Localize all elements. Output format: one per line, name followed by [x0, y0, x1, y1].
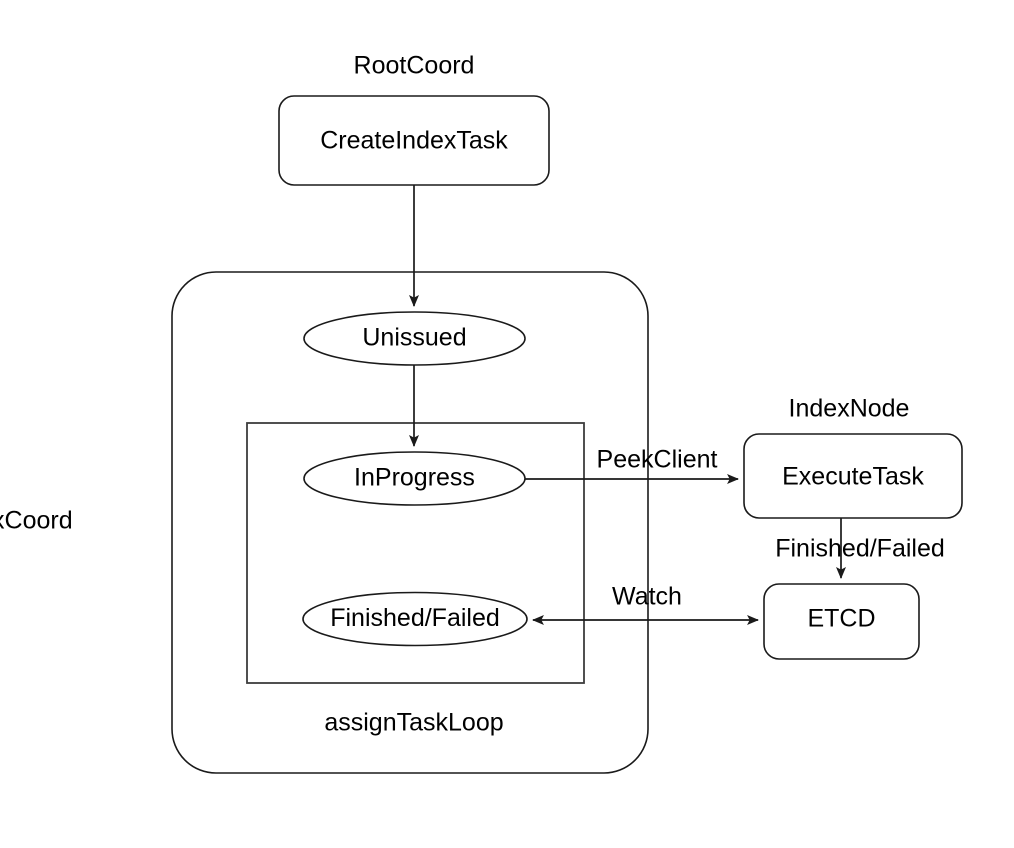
create-index-task-label: CreateIndexTask	[320, 127, 508, 155]
create-index-task-box[interactable]	[278, 95, 550, 186]
node-etcd[interactable]: ETCD	[763, 583, 920, 660]
finished-failed-label: Finished/Failed	[330, 604, 500, 632]
in-progress-label: InProgress	[354, 464, 475, 492]
unissued-label: Unissued	[362, 324, 466, 352]
node-unissued[interactable]: Unissued	[303, 311, 526, 366]
etcd-box[interactable]	[763, 583, 920, 660]
node-in-progress[interactable]: InProgress	[303, 451, 526, 506]
execute-task-box[interactable]	[743, 433, 963, 519]
node-finished-failed[interactable]: Finished/Failed	[302, 591, 528, 647]
assign-task-loop-container	[246, 422, 585, 684]
group-label-root-coord: RootCoord	[354, 52, 475, 80]
finished-failed-ellipse[interactable]	[302, 591, 528, 647]
execute-task-label: ExecuteTask	[782, 463, 924, 491]
edge-label-watch: Watch	[612, 583, 682, 611]
index-coord-container	[171, 271, 649, 774]
group-index-coord	[171, 271, 649, 774]
unissued-ellipse[interactable]	[303, 311, 526, 366]
edge-label-finished-failed: Finished/Failed	[775, 535, 945, 563]
group-label-index-coord: IndexCoord	[0, 507, 73, 535]
edge-label-peekclient: PeekClient	[597, 446, 718, 474]
group-assign-task-loop	[246, 422, 585, 684]
in-progress-ellipse[interactable]	[303, 451, 526, 506]
node-create-index-task[interactable]: CreateIndexTask	[278, 95, 550, 186]
node-execute-task[interactable]: ExecuteTask	[743, 433, 963, 519]
group-label-assign-task-loop: assignTaskLoop	[324, 709, 503, 737]
group-label-index-node: IndexNode	[789, 395, 910, 423]
etcd-label: ETCD	[807, 605, 875, 633]
